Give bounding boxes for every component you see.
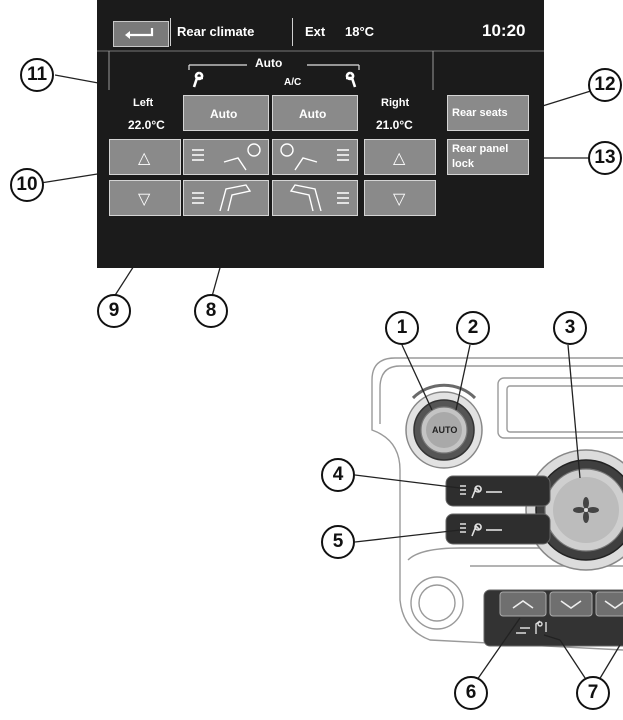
fan-knob <box>525 449 623 571</box>
auto-knob <box>405 383 483 469</box>
callout-5: 5 <box>321 525 355 559</box>
back-arrow-icon <box>125 28 154 39</box>
ext-temp: 18°C <box>345 24 375 39</box>
callout-8: 8 <box>194 294 228 328</box>
rear-seats-button[interactable]: Rear seats <box>447 95 529 131</box>
auto-left-button[interactable]: Auto <box>183 95 269 131</box>
left-seat-icon <box>192 71 204 88</box>
callout-7: 7 <box>576 676 610 710</box>
seat-buttons <box>483 589 623 647</box>
clock: 10:20 <box>482 21 526 40</box>
auto-right-button[interactable]: Auto <box>272 95 358 131</box>
callout-3: 3 <box>553 311 587 345</box>
feet-vent-icon <box>192 184 252 212</box>
callout-10: 10 <box>10 168 44 202</box>
right-seat-icon <box>345 71 357 88</box>
right-temp-up-button[interactable]: △ <box>364 139 436 175</box>
right-feet-vent-button[interactable] <box>272 180 358 216</box>
left-temp: 22.0°C <box>128 118 165 132</box>
rear-panel-lock-button[interactable]: Rear panel lock <box>447 139 529 175</box>
right-label: Right <box>381 97 410 109</box>
left-label: Left <box>133 97 154 109</box>
left-face-vent-button[interactable] <box>183 139 269 175</box>
rear-panel-lock-label-1: Rear panel <box>452 143 509 155</box>
up-arrow-icon: △ <box>138 150 151 167</box>
screen-title: Rear climate <box>177 24 255 39</box>
auto-left-label: Auto <box>210 107 238 121</box>
callout-9: 9 <box>97 294 131 328</box>
ac-label: A/C <box>284 77 302 88</box>
airflow-buttons <box>445 475 551 545</box>
callout-12: 12 <box>588 68 622 102</box>
fan-icon <box>573 497 599 523</box>
callout-1: 1 <box>385 311 419 345</box>
left-feet-vent-button[interactable] <box>183 180 269 216</box>
rear-panel-lock-label-2: lock <box>452 158 475 170</box>
callout-4: 4 <box>321 458 355 492</box>
auto-knob-label: AUTO <box>432 425 458 435</box>
down-arrow-icon: ▽ <box>393 191 406 208</box>
up-arrow-icon: △ <box>393 150 406 167</box>
feet-vent-icon <box>289 184 349 212</box>
topbar-divider <box>292 18 293 46</box>
left-temp-up-button[interactable]: △ <box>109 139 181 175</box>
right-temp: 21.0°C <box>376 118 413 132</box>
callout-6: 6 <box>454 676 488 710</box>
face-vent-icon <box>192 143 261 171</box>
face-vent-icon <box>280 143 349 171</box>
callout-13: 13 <box>588 141 622 175</box>
left-temp-down-button[interactable]: ▽ <box>109 180 181 216</box>
right-face-vent-button[interactable] <box>272 139 358 175</box>
right-temp-down-button[interactable]: ▽ <box>364 180 436 216</box>
callout-11: 11 <box>20 58 54 92</box>
callout-2: 2 <box>456 311 490 345</box>
down-arrow-icon: ▽ <box>138 191 151 208</box>
display-screen <box>97 0 544 268</box>
rear-seats-label: Rear seats <box>452 107 508 119</box>
back-button[interactable] <box>113 21 169 47</box>
topbar-divider <box>170 18 171 46</box>
screen-frame-lines <box>97 50 544 90</box>
ext-label: Ext <box>305 24 326 39</box>
auto-right-label: Auto <box>299 107 327 121</box>
mode-label: Auto <box>255 56 283 70</box>
